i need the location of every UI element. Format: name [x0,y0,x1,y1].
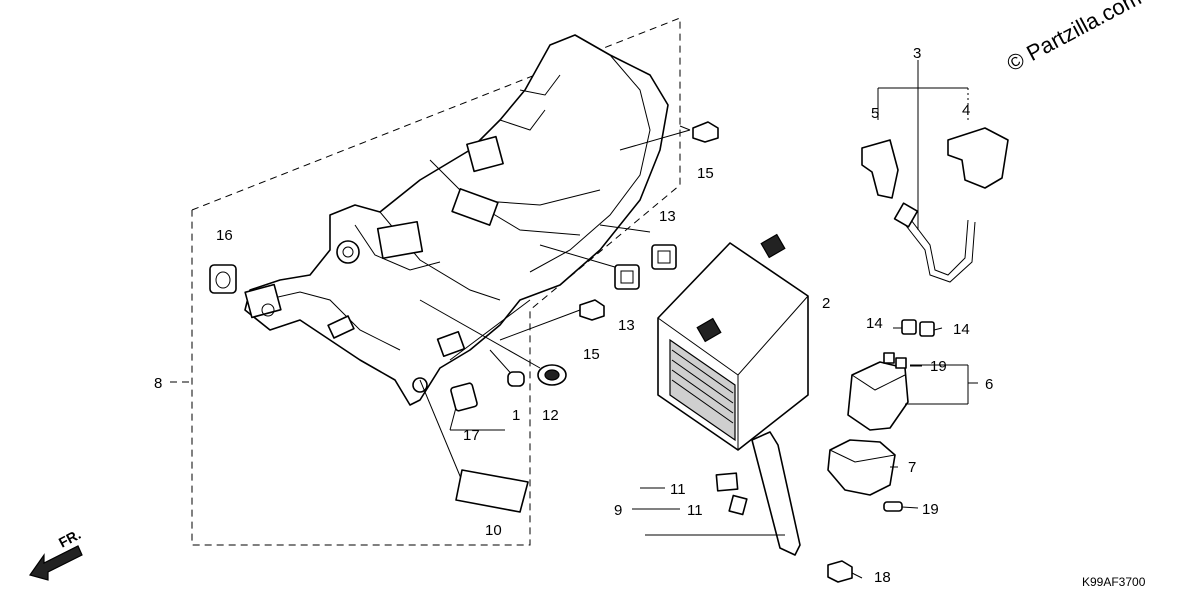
callout-6: 6 [985,376,993,393]
callout-leader-lines [851,365,922,579]
callout-1: 1 [512,407,520,424]
relay-cover-part [827,439,896,496]
watermark: © Partzilla.com [1003,0,1146,76]
nut-13-lower-part [614,264,640,290]
bolt-15-upper-part [679,121,719,143]
callout-labels: 1 2 3 4 5 6 7 8 9 10 11 11 12 13 13 14 1… [154,45,993,586]
callout-11b: 11 [687,502,703,519]
callout-15a: 15 [697,165,714,182]
callout-10: 10 [485,522,502,539]
callout-5: 5 [871,105,879,122]
callout-16: 16 [216,227,233,244]
callout-19a: 19 [930,358,947,375]
direction-label: FR. [56,526,83,551]
grommet-16-part [209,264,237,294]
callout-11a: 11 [670,481,686,498]
diagram-code: K99AF3700 [1082,575,1146,589]
callout-4: 4 [962,102,970,119]
battery-band-part [632,431,853,583]
battery-cable-part [861,60,1009,283]
callout-12: 12 [542,407,559,424]
callout-15b: 15 [583,346,600,363]
battery-tray-part [244,34,669,406]
callout-2: 2 [822,295,830,312]
assembly-outline [170,17,681,546]
collar-1-part [507,371,525,387]
callout-14a: 14 [866,315,883,332]
pad-10-part [455,469,529,513]
bolt-15-lower-part [579,299,605,321]
callout-9: 9 [614,502,622,519]
callout-3: 3 [913,45,921,62]
bracket-6-lines [905,364,978,405]
battery-part [657,233,809,451]
callout-8: 8 [154,375,162,392]
callout-19b: 19 [922,501,939,518]
grommet-12-part [537,364,567,386]
nut-17-part [450,382,478,412]
nut-13-upper-part [651,244,677,270]
callout-18: 18 [874,569,891,586]
callout-13a: 13 [659,208,676,225]
fuse-19-lower-part [883,501,903,512]
front-direction-arrow: FR. [29,526,83,581]
relay-assembly-part [847,319,943,431]
callout-13b: 13 [618,317,635,334]
callout-14b: 14 [953,321,970,338]
callout-17: 17 [463,427,480,444]
callout-7: 7 [908,459,916,476]
